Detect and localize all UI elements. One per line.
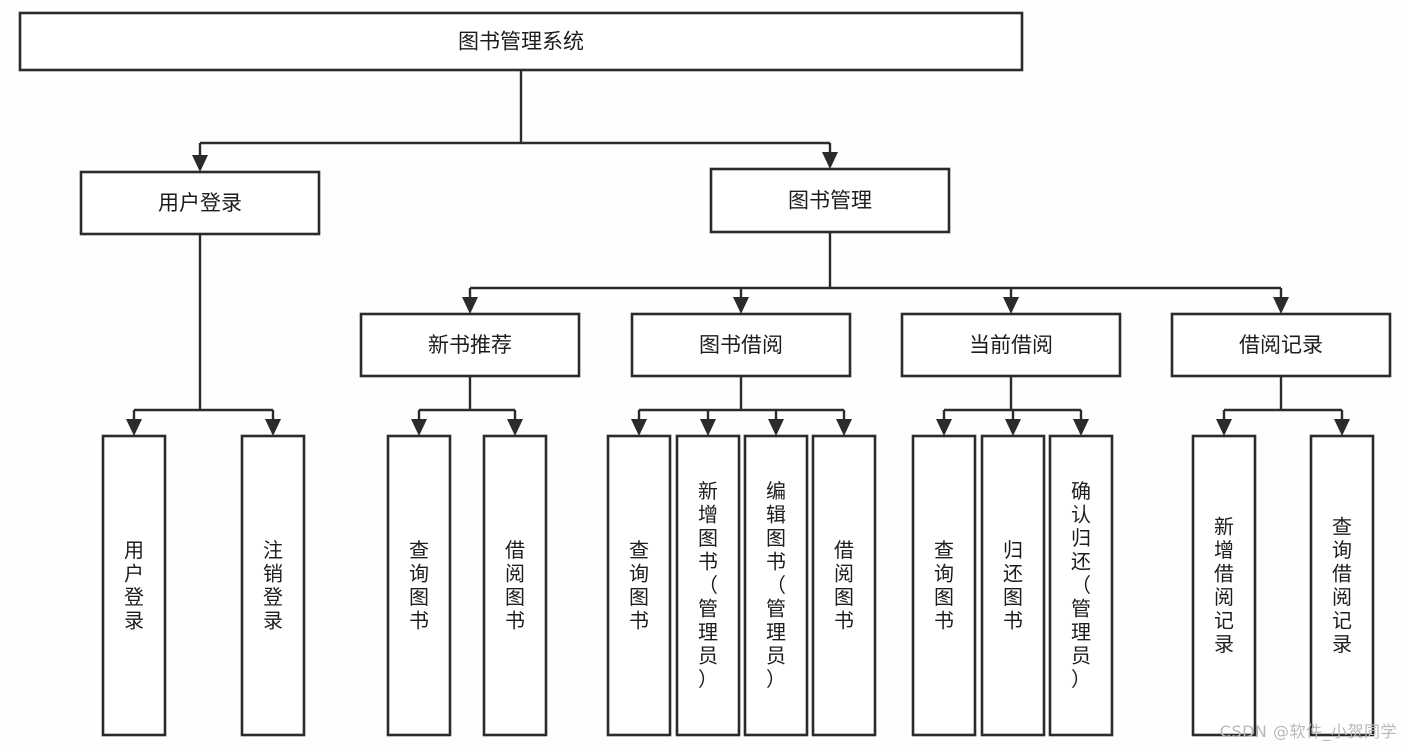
node-new-book-rec[interactable]: 新书推荐 — [359, 312, 581, 378]
arrow-head-icon — [1073, 419, 1089, 436]
arrow-head-icon — [836, 419, 852, 436]
node-box-leaf-query-book-2[interactable] — [606, 434, 672, 737]
node-box-user-login[interactable] — [79, 170, 321, 236]
node-label-leaf-borrow-book-1: 借阅图书 — [505, 538, 525, 633]
node-leaf-query-book-3[interactable]: 查询图书 — [911, 434, 977, 737]
node-box-current-borrow[interactable] — [900, 312, 1122, 378]
arrow-head-icon — [462, 297, 478, 314]
node-box-leaf-return-book[interactable] — [980, 434, 1046, 737]
node-label-user-login: 用户登录 — [158, 191, 242, 215]
node-box-leaf-query-record[interactable] — [1309, 434, 1375, 737]
node-layer: 图书管理系统用户登录图书管理新书推荐图书借阅当前借阅借阅记录用户登录注销登录查询… — [18, 11, 1392, 737]
node-box-book-manage[interactable] — [709, 167, 951, 234]
node-box-new-book-rec[interactable] — [359, 312, 581, 378]
node-label-leaf-query-book-1: 查询图书 — [409, 538, 429, 633]
node-label-leaf-logout: 注销登录 — [263, 538, 283, 633]
arrow-head-icon — [631, 419, 647, 436]
node-leaf-query-record[interactable]: 查询借阅记录 — [1309, 434, 1375, 737]
node-leaf-logout[interactable]: 注销登录 — [240, 434, 306, 737]
node-leaf-add-record[interactable]: 新增借阅记录 — [1191, 434, 1257, 737]
arrow-head-icon — [700, 419, 716, 436]
arrow-head-icon — [768, 419, 784, 436]
node-label-current-borrow: 当前借阅 — [969, 333, 1053, 357]
node-leaf-user-login[interactable]: 用户登录 — [101, 434, 167, 737]
node-user-login[interactable]: 用户登录 — [79, 170, 321, 236]
node-box-leaf-add-record[interactable] — [1191, 434, 1257, 737]
node-box-leaf-edit-book[interactable] — [743, 434, 809, 737]
node-label-leaf-borrow-book-2: 借阅图书 — [834, 538, 854, 633]
node-leaf-query-book-2[interactable]: 查询图书 — [606, 434, 672, 737]
arrow-head-icon — [507, 419, 523, 436]
node-box-leaf-logout[interactable] — [240, 434, 306, 737]
node-label-new-book-rec: 新书推荐 — [428, 333, 512, 357]
node-borrow-record[interactable]: 借阅记录 — [1170, 312, 1392, 378]
node-leaf-borrow-book-1[interactable]: 借阅图书 — [482, 434, 548, 737]
node-root[interactable]: 图书管理系统 — [18, 11, 1024, 72]
node-box-leaf-query-book-3[interactable] — [911, 434, 977, 737]
watermark-label: CSDN @软件_小贺同学 — [1219, 722, 1397, 741]
node-label-leaf-edit-book: 编辑图书（管理员） — [766, 479, 786, 691]
connector-layer — [126, 70, 1350, 436]
node-label-leaf-query-book-2: 查询图书 — [629, 538, 649, 633]
node-label-root: 图书管理系统 — [458, 30, 584, 54]
node-label-leaf-add-book: 新增图书（管理员） — [698, 479, 718, 691]
arrow-head-icon — [822, 152, 838, 169]
node-label-book-borrow: 图书借阅 — [699, 333, 783, 357]
node-box-leaf-borrow-book-1[interactable] — [482, 434, 548, 737]
node-label-leaf-add-record: 新增借阅记录 — [1214, 514, 1234, 656]
arrow-head-icon — [126, 419, 142, 436]
arrow-head-icon — [1273, 297, 1289, 314]
arrow-head-icon — [411, 419, 427, 436]
node-leaf-add-book[interactable]: 新增图书（管理员） — [675, 434, 741, 737]
node-box-root[interactable] — [18, 11, 1024, 72]
node-current-borrow[interactable]: 当前借阅 — [900, 312, 1122, 378]
arrow-head-icon — [1003, 297, 1019, 314]
node-leaf-return-book[interactable]: 归还图书 — [980, 434, 1046, 737]
node-leaf-edit-book[interactable]: 编辑图书（管理员） — [743, 434, 809, 737]
node-label-leaf-confirm-return: 确认归还（管理员） — [1071, 479, 1091, 691]
arrow-head-icon — [936, 419, 952, 436]
node-box-book-borrow[interactable] — [630, 312, 852, 378]
node-leaf-query-book-1[interactable]: 查询图书 — [386, 434, 452, 737]
node-label-borrow-record: 借阅记录 — [1239, 333, 1323, 357]
node-box-leaf-user-login[interactable] — [101, 434, 167, 737]
node-leaf-borrow-book-2[interactable]: 借阅图书 — [811, 434, 877, 737]
arrow-head-icon — [733, 297, 749, 314]
node-leaf-confirm-return[interactable]: 确认归还（管理员） — [1048, 434, 1114, 737]
arrow-head-icon — [265, 419, 281, 436]
node-book-borrow[interactable]: 图书借阅 — [630, 312, 852, 378]
node-label-leaf-query-record: 查询借阅记录 — [1332, 514, 1352, 656]
node-label-leaf-query-book-3: 查询图书 — [934, 538, 954, 633]
node-box-leaf-add-book[interactable] — [675, 434, 741, 737]
arrow-head-icon — [192, 155, 208, 172]
node-box-leaf-borrow-book-2[interactable] — [811, 434, 877, 737]
arrow-head-icon — [1216, 419, 1232, 436]
arrow-head-icon — [1005, 419, 1021, 436]
node-box-leaf-confirm-return[interactable] — [1048, 434, 1114, 737]
node-box-leaf-query-book-1[interactable] — [386, 434, 452, 737]
node-label-book-manage: 图书管理 — [788, 189, 872, 213]
arrow-head-icon — [1334, 419, 1350, 436]
node-box-borrow-record[interactable] — [1170, 312, 1392, 378]
node-label-leaf-return-book: 归还图书 — [1003, 538, 1023, 633]
node-label-leaf-user-login: 用户登录 — [124, 538, 144, 633]
node-book-manage[interactable]: 图书管理 — [709, 167, 951, 234]
